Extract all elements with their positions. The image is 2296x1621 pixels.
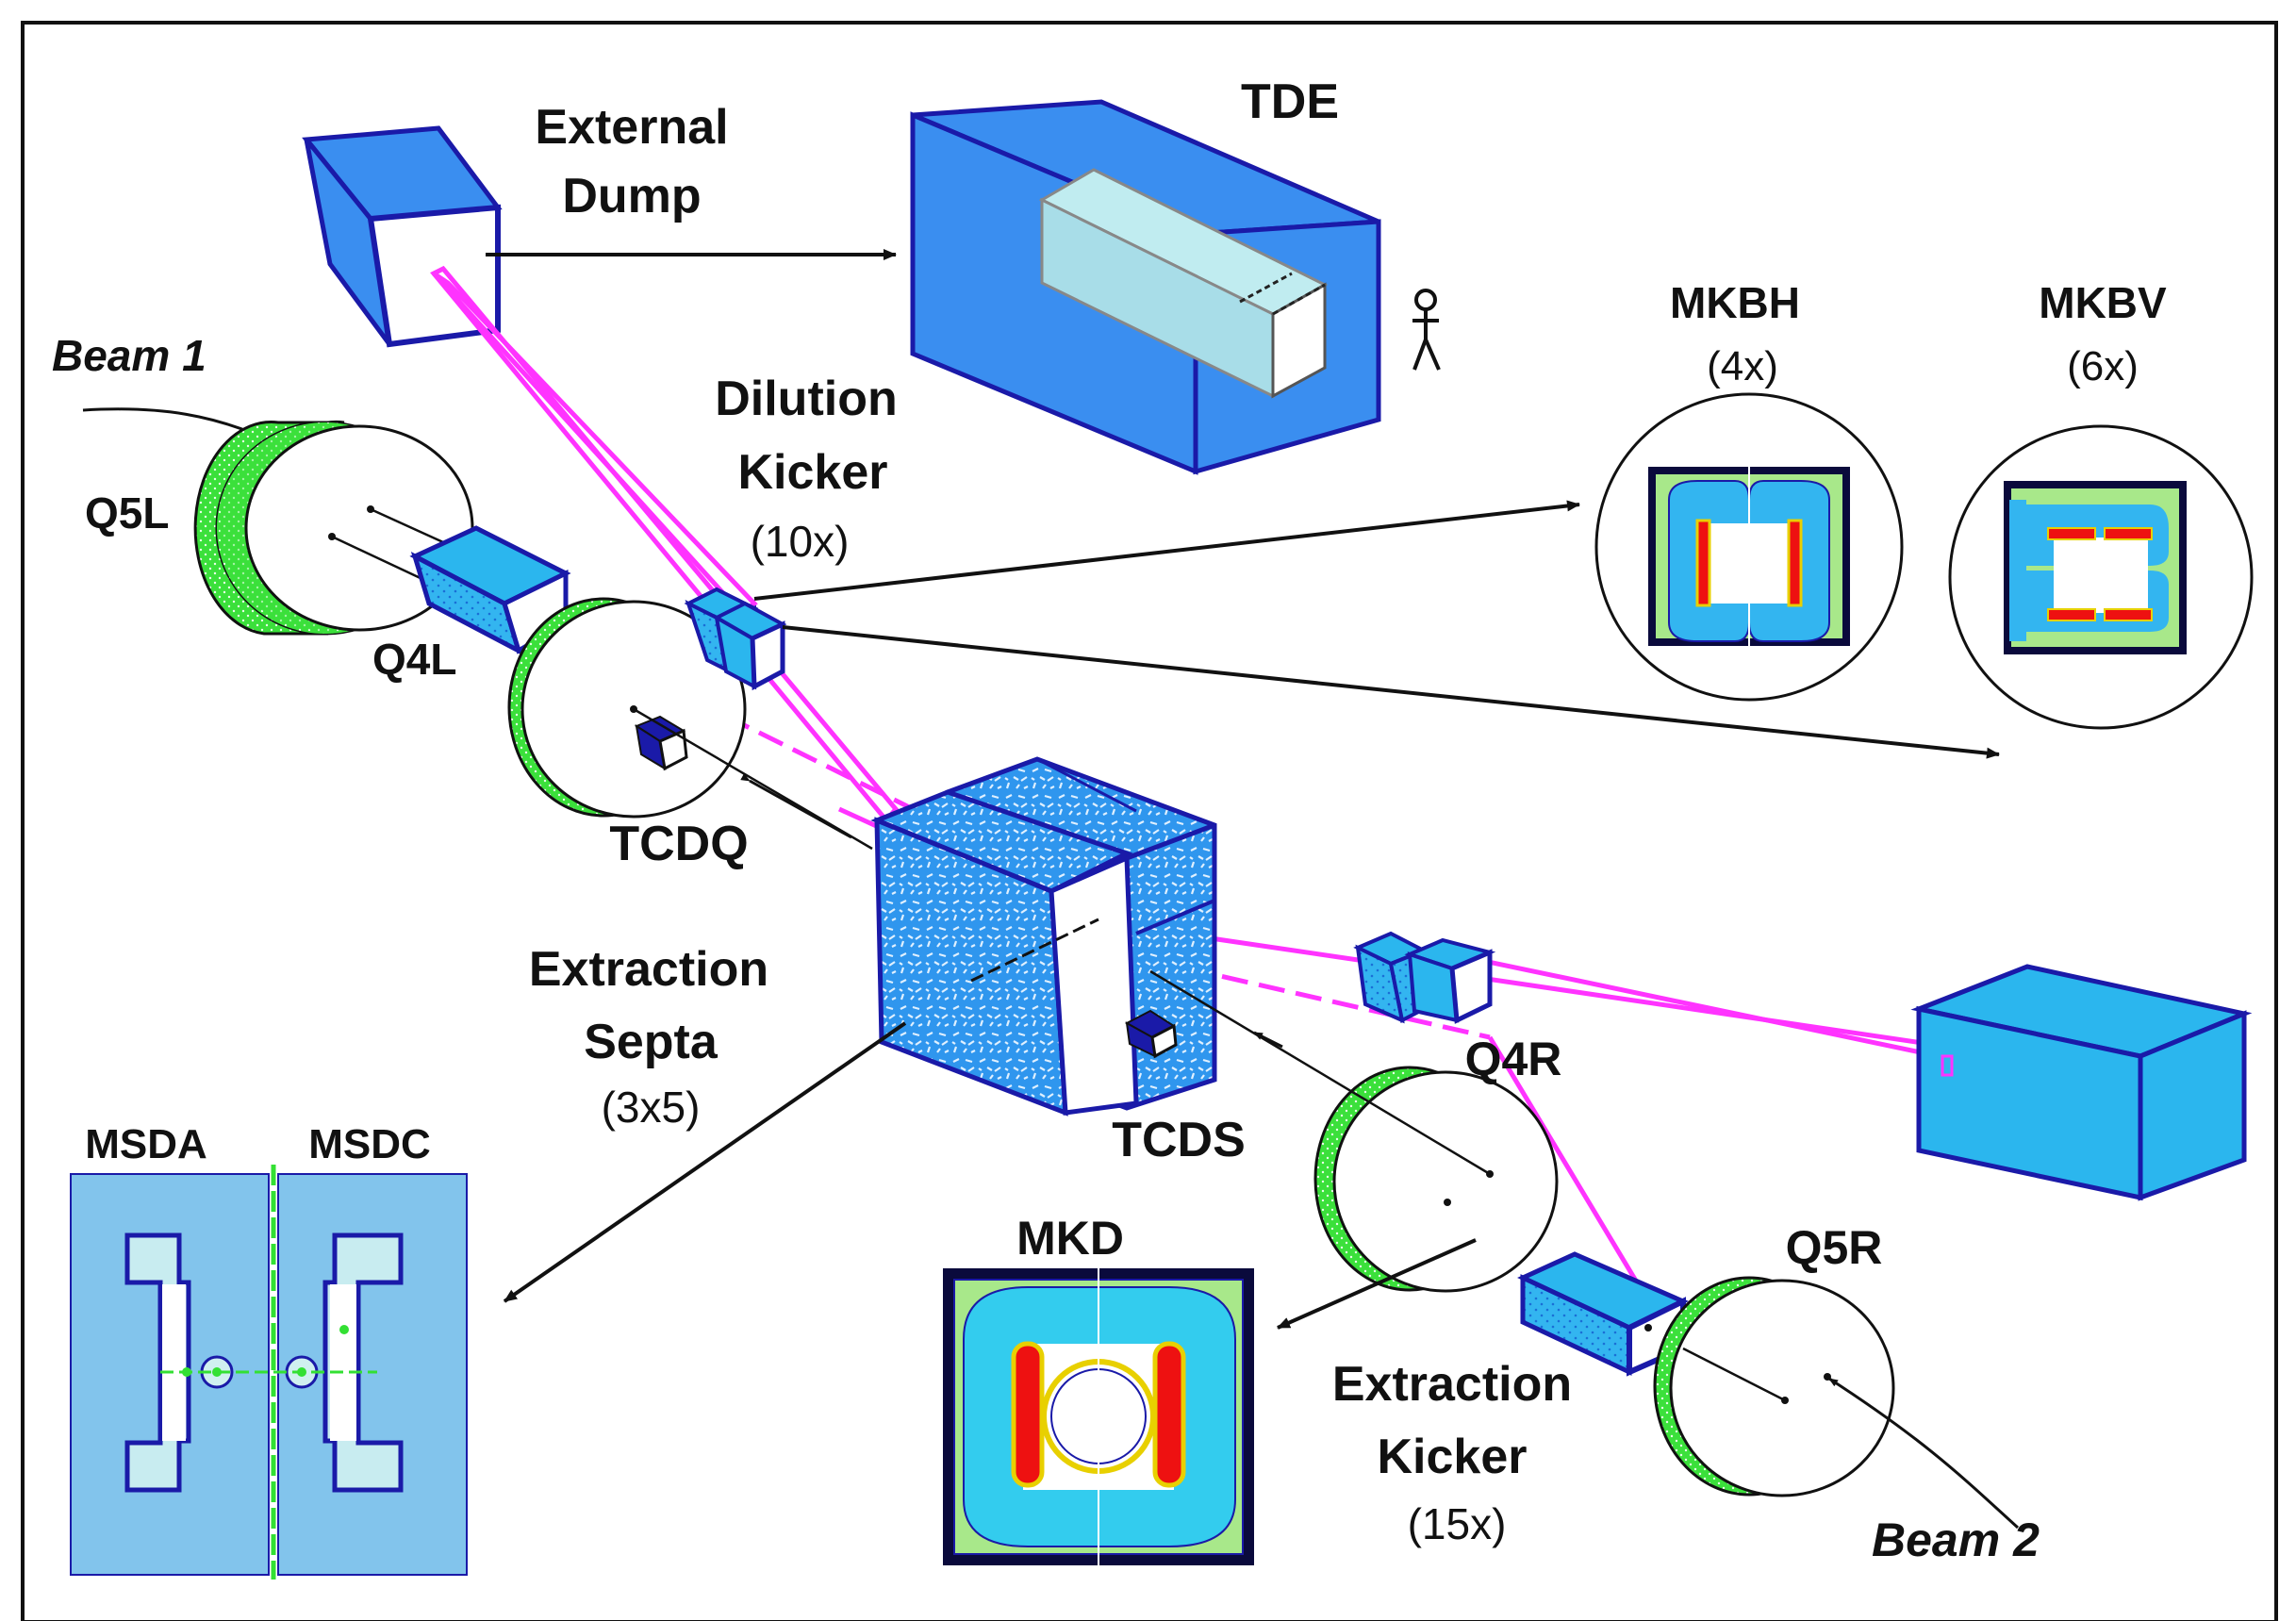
septa-to-msd-arrow bbox=[503, 1021, 907, 1303]
q4r-quadrupole bbox=[1313, 1066, 1559, 1293]
q4r-label: Q4R bbox=[1465, 1033, 1562, 1085]
extraction-kicker-label-line2: Kicker bbox=[1378, 1430, 1528, 1484]
mkd-cross-section bbox=[943, 1268, 1254, 1565]
external-dump-label-line1: External bbox=[535, 100, 728, 155]
msdc-cross-section bbox=[277, 1173, 468, 1576]
tde-dump-block bbox=[910, 99, 1381, 475]
q5r-quadrupole bbox=[1653, 1276, 1895, 1497]
beam2-label: Beam 2 bbox=[1872, 1513, 2040, 1566]
dilution-kicker-label-line2: Kicker bbox=[738, 445, 888, 500]
mkbv-label: MKBV bbox=[2039, 278, 2167, 327]
kicker-to-mkbv-arrow bbox=[782, 625, 2000, 759]
mkbv-count: (6x) bbox=[2067, 343, 2139, 389]
extraction-kicker-count: (15x) bbox=[1408, 1499, 1507, 1548]
q5l-quadrupole bbox=[193, 420, 474, 636]
mkbh-count: (4x) bbox=[1707, 343, 1778, 389]
tcdq-label: TCDQ bbox=[609, 817, 748, 871]
kicker-to-mkd-arrow bbox=[1277, 1238, 1477, 1330]
extraction-septa-label-line1: Extraction bbox=[529, 942, 768, 997]
diagram-frame bbox=[21, 21, 2278, 1621]
extraction-septa-label-line2: Septa bbox=[584, 1015, 719, 1069]
extraction-septa-block bbox=[870, 756, 1217, 1117]
beam1-label: Beam 1 bbox=[52, 331, 206, 380]
external-dump-label-line2: Dump bbox=[562, 169, 701, 223]
beam1-path-arrow bbox=[740, 773, 852, 839]
tcds-label: TCDS bbox=[1112, 1113, 1246, 1167]
beam2-arrow bbox=[1828, 1377, 2020, 1530]
msda-label: MSDA bbox=[85, 1121, 207, 1167]
msdc-label: MSDC bbox=[308, 1121, 431, 1167]
mkbh-cross-section bbox=[1594, 392, 1904, 702]
person-icon bbox=[1412, 289, 1441, 371]
msda-cross-section bbox=[70, 1173, 270, 1576]
q5r-label: Q5R bbox=[1786, 1221, 1883, 1274]
beam2-path bbox=[1149, 969, 1491, 1176]
kicker-to-mkbh-arrow bbox=[753, 500, 1580, 601]
extraction-kicker-label-line1: Extraction bbox=[1332, 1357, 1572, 1412]
mkd-label: MKD bbox=[1016, 1212, 1124, 1265]
dilution-kicker-module bbox=[684, 587, 787, 691]
tcds-absorber bbox=[1124, 1009, 1178, 1059]
tde-label: TDE bbox=[1241, 74, 1339, 129]
tdi-kicker-module bbox=[1353, 931, 1496, 1024]
q5l-label: Q5L bbox=[85, 488, 169, 538]
dilution-kicker-count: (10x) bbox=[751, 517, 850, 566]
extraction-septa-count: (3x5) bbox=[602, 1083, 701, 1132]
q4l-label: Q4L bbox=[372, 635, 456, 684]
mkbh-label: MKBH bbox=[1670, 278, 1800, 327]
external-dump-block-right bbox=[1910, 964, 2253, 1201]
dilution-kicker-label-line1: Dilution bbox=[715, 372, 898, 426]
beam2-path-arrow bbox=[1253, 1031, 1283, 1049]
mkbv-cross-section bbox=[1948, 424, 2254, 730]
external-dump-block bbox=[302, 125, 503, 348]
